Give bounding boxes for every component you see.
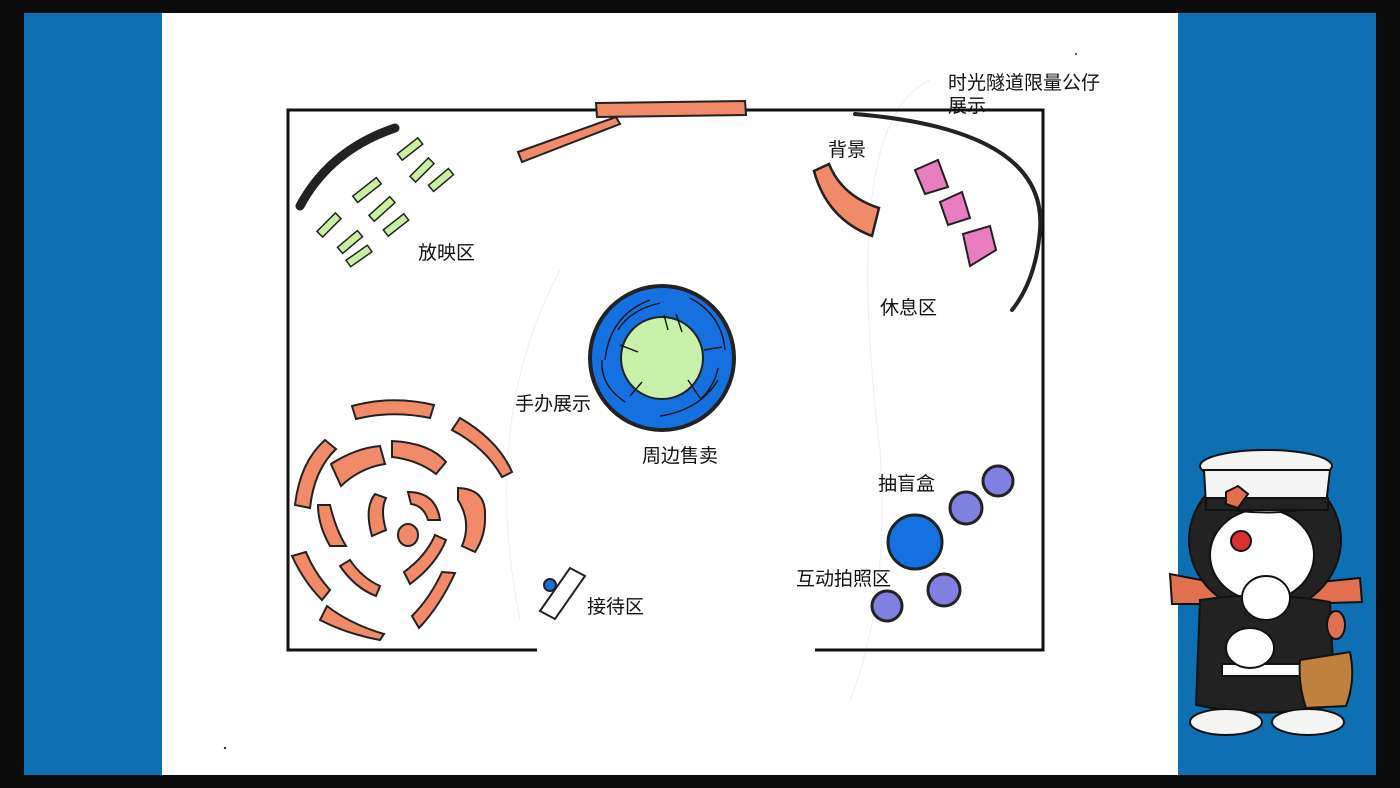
- label-screening-zone: 放映区: [418, 242, 476, 264]
- label-merch-sales: 周边售卖: [642, 445, 719, 467]
- entrance-door: [516, 99, 748, 164]
- label-blind-box: 抽盲盒: [878, 473, 936, 495]
- seating-arcs: [290, 399, 514, 642]
- label-figure-display: 手办展示: [515, 393, 592, 415]
- time-tunnel-wall: [853, 112, 1043, 312]
- merch-ring-sketch-lines: [601, 297, 726, 417]
- label-time-tunnel-line2: 展示: [948, 95, 987, 117]
- blind-box-and-photo-area: [870, 464, 1015, 623]
- figure-display-center: [620, 316, 704, 400]
- label-background: 背景: [828, 139, 867, 161]
- screen-wall: [295, 123, 400, 211]
- background-panel: [812, 162, 881, 238]
- sketch-guide-line: [506, 269, 561, 621]
- label-reception: 接待区: [587, 596, 645, 618]
- label-photo-area: 互动拍照区: [796, 568, 892, 590]
- reception-desk: [538, 566, 587, 621]
- doraemon-mascot-illustration: [1168, 449, 1364, 736]
- sketch-guide-line: [849, 79, 931, 701]
- label-time-tunnel: 时光隧道限量公仔 展示: [948, 72, 1100, 118]
- screening-seats: [315, 136, 455, 268]
- label-rest-area: 休息区: [880, 297, 938, 319]
- label-time-tunnel-line1: 时光隧道限量公仔: [948, 72, 1101, 94]
- stray-dot: [223, 746, 227, 750]
- rest-area-seats: [913, 158, 998, 268]
- stray-dot: [1075, 53, 1077, 55]
- room-walls: [286, 108, 1045, 652]
